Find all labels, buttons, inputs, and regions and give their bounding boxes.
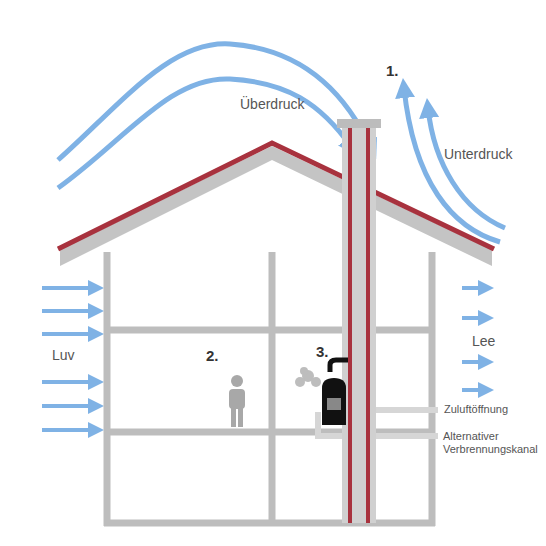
wind-arrow bbox=[42, 332, 96, 336]
wall bbox=[269, 252, 276, 523]
wind-arrow bbox=[462, 360, 486, 364]
stove bbox=[322, 378, 346, 425]
wind-arrow bbox=[42, 428, 96, 432]
smoke-puff bbox=[311, 377, 321, 387]
wind-flow bbox=[58, 44, 505, 242]
person bbox=[229, 375, 245, 427]
pressure-label: Unterdruck bbox=[444, 146, 512, 162]
person-body bbox=[229, 389, 245, 409]
wind-arrow bbox=[462, 316, 486, 320]
smoke-puff bbox=[295, 377, 305, 387]
wind-arrow bbox=[42, 309, 96, 313]
stove-pipe bbox=[330, 360, 348, 372]
chimney-cap bbox=[337, 119, 381, 128]
roof-underside bbox=[60, 146, 492, 266]
chimney bbox=[342, 126, 376, 523]
wind-arrow bbox=[42, 286, 96, 290]
person-leg bbox=[231, 407, 236, 427]
stove-window bbox=[327, 398, 341, 410]
wind-arrow bbox=[462, 286, 486, 290]
callout-number: 3. bbox=[316, 343, 329, 360]
wind-arrow bbox=[58, 44, 372, 160]
smoke-puff bbox=[300, 367, 308, 375]
air-inlet-pipe bbox=[372, 407, 438, 413]
house-walls bbox=[104, 252, 435, 526]
wind-arrow bbox=[42, 404, 96, 408]
pipe-label: Alternativer Verbrennungskanal bbox=[443, 430, 541, 455]
callout-number: 1. bbox=[386, 62, 399, 79]
wind-side-label: Lee bbox=[472, 333, 495, 349]
smoke bbox=[295, 367, 321, 387]
wind-arrow bbox=[428, 108, 505, 228]
person-head bbox=[231, 375, 243, 387]
pipe-label: Zuluftöffnung bbox=[444, 403, 508, 416]
wind-side-label: Luv bbox=[52, 347, 75, 363]
pressure-label: Überdruck bbox=[240, 96, 305, 112]
wall bbox=[429, 252, 436, 526]
wall bbox=[104, 252, 111, 526]
roof-line bbox=[58, 143, 494, 249]
chimney-liner bbox=[366, 128, 370, 523]
person-leg bbox=[238, 407, 243, 427]
callout-number: 2. bbox=[206, 347, 219, 364]
wind-arrow bbox=[42, 380, 96, 384]
wind-arrow bbox=[462, 388, 486, 392]
chimney-liner bbox=[348, 128, 352, 523]
